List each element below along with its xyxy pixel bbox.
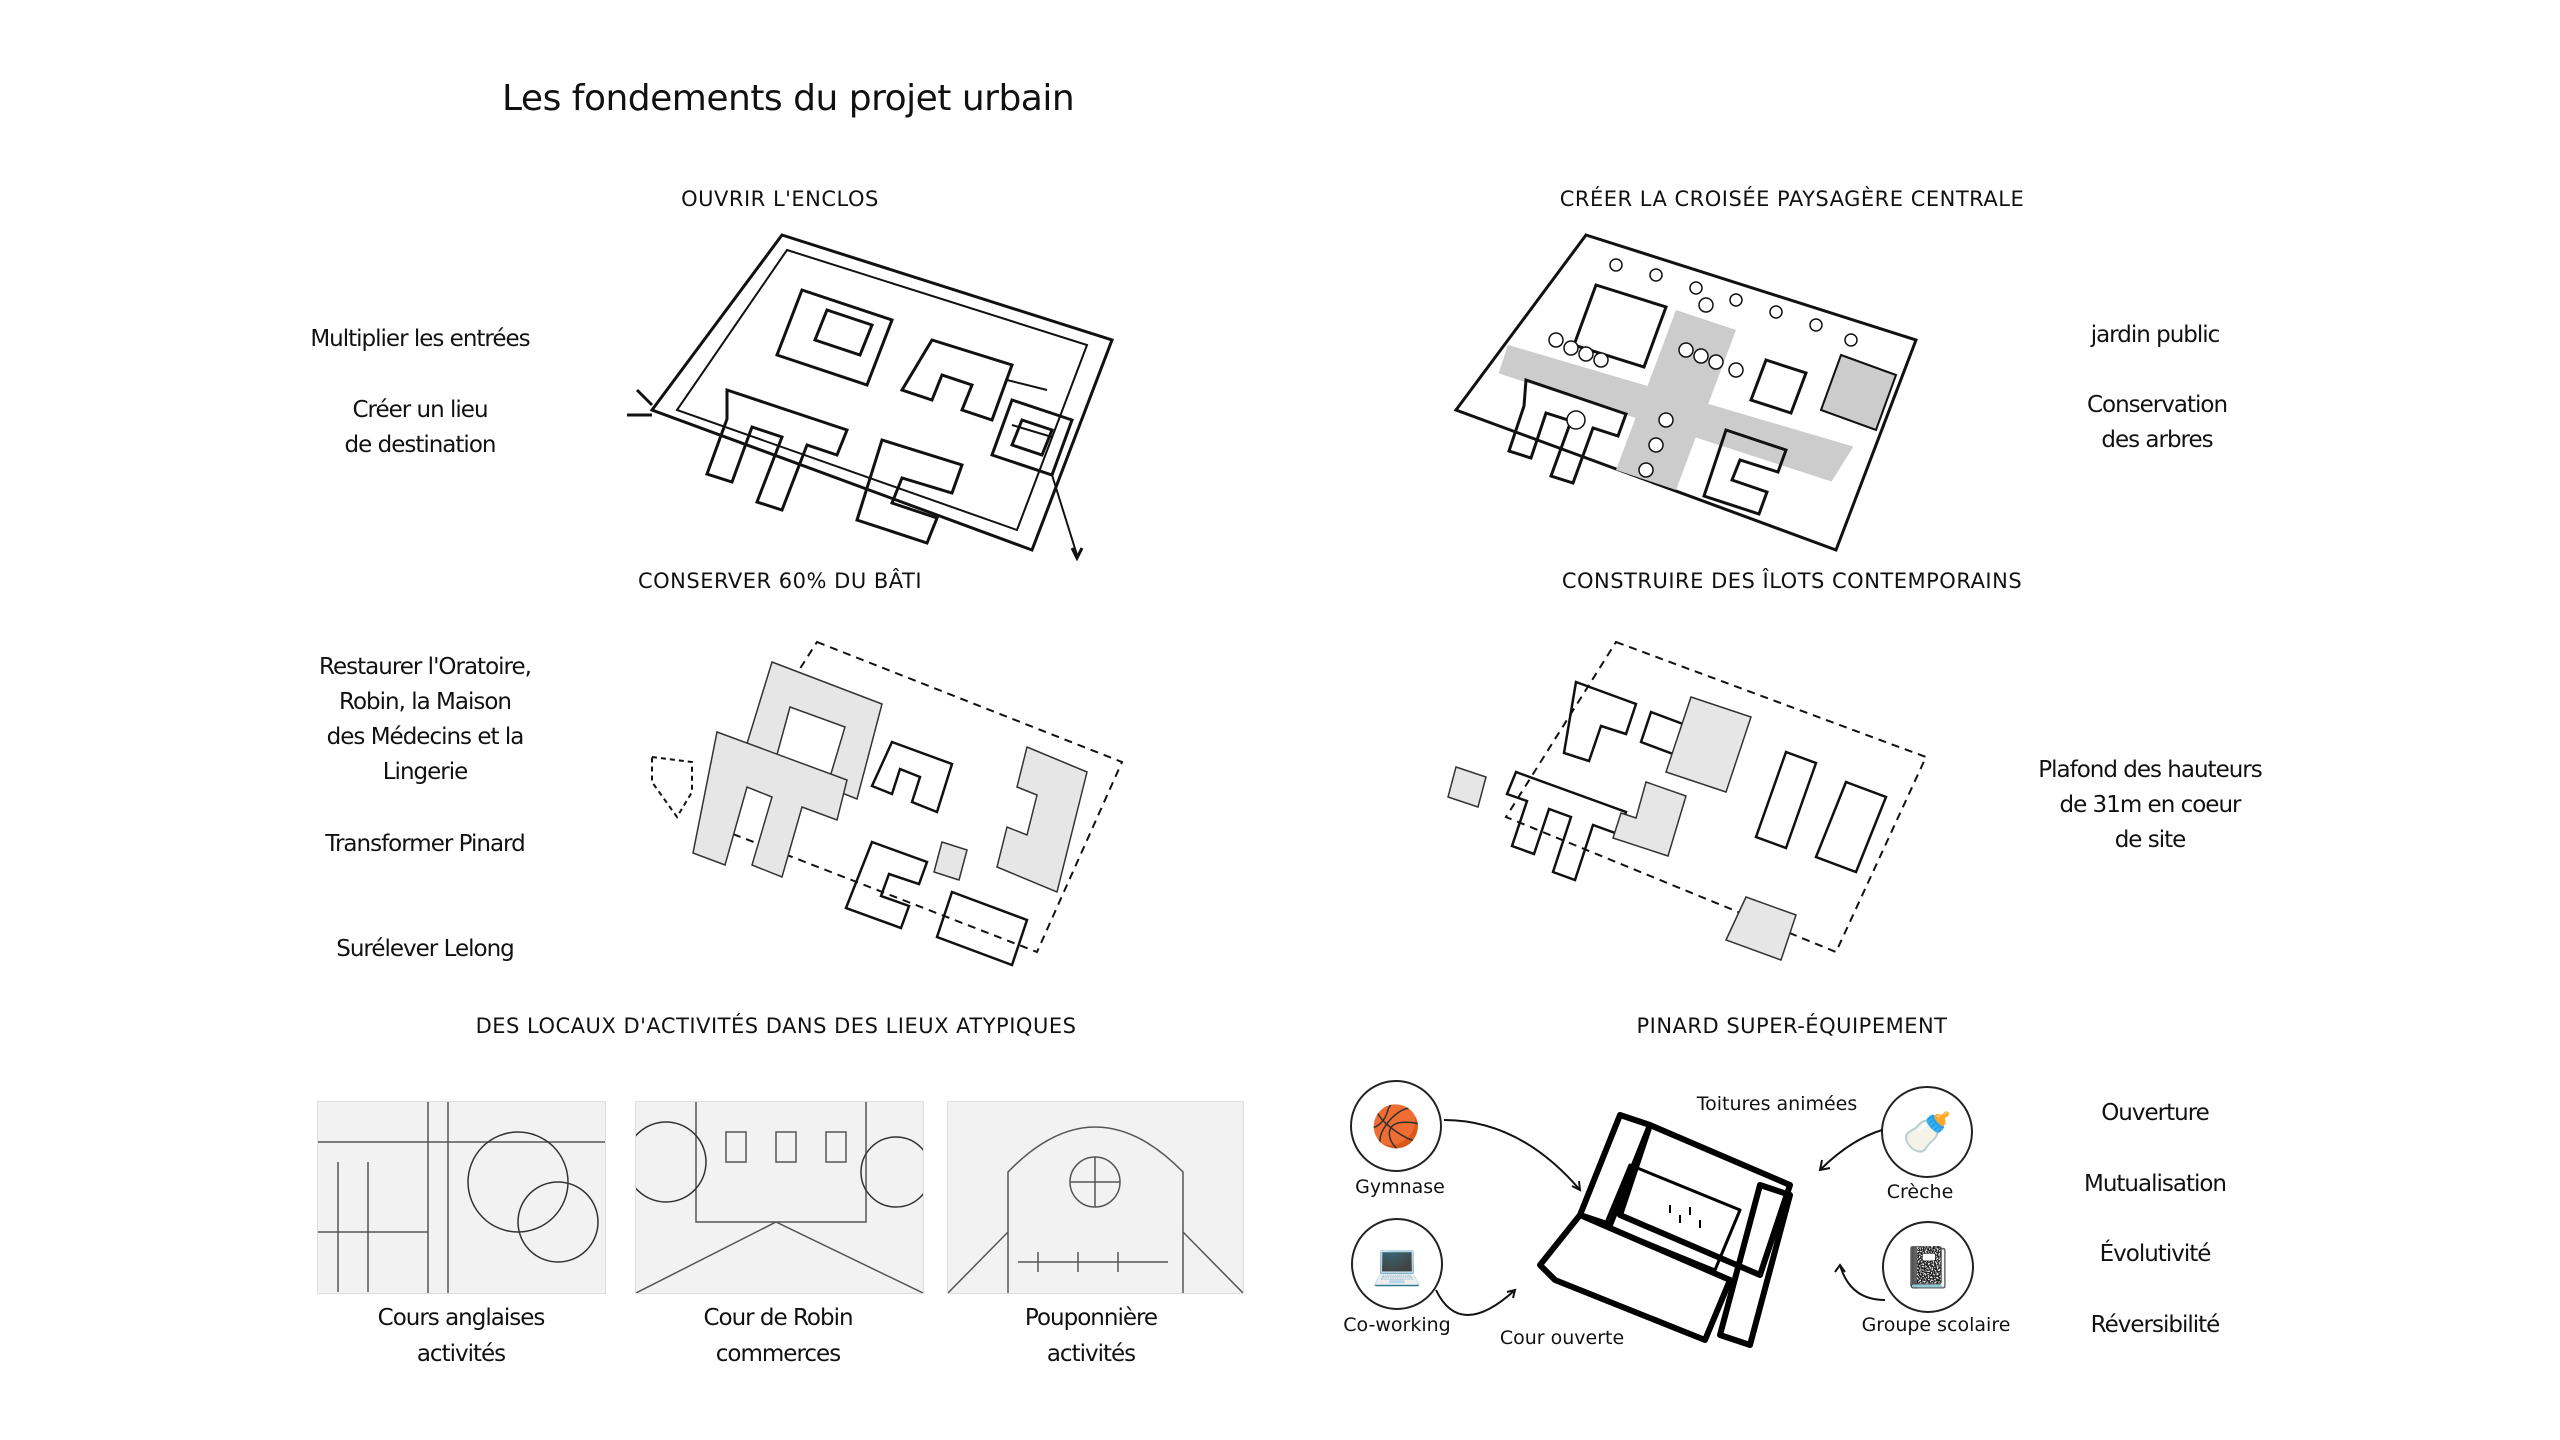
baby-bottle-icon: 🍼: [1881, 1086, 1973, 1178]
caption-line: Cour de Robin: [703, 1305, 853, 1331]
note-line: de destination: [344, 432, 497, 458]
label-gymnase: Gymnase: [1355, 1176, 1445, 1198]
note-line: de 31m en coeur: [2059, 792, 2242, 818]
note-surelever-lelong: Surélever Lelong: [336, 936, 515, 962]
caption-line: commerces: [715, 1341, 841, 1367]
note-line: des arbres: [2101, 427, 2213, 453]
notebook-pencil-icon: 📓: [1882, 1221, 1974, 1313]
note-line: des Médecins et la: [326, 724, 525, 750]
label-toitures-animees: Toitures animées: [1696, 1093, 1858, 1115]
note-line: de site: [2114, 827, 2187, 853]
caption-line: activités: [1046, 1341, 1136, 1367]
photo-cours-anglaises: [317, 1101, 606, 1294]
heading-ilots-contemporains: CONSTRUIRE DES ÎLOTS CONTEMPORAINS: [1561, 569, 2023, 593]
note-line: Plafond des hauteurs: [2038, 757, 2262, 783]
note-multiplier-entrees: Multiplier les entrées: [310, 326, 530, 352]
diagram-conserver-bati: [651, 640, 1124, 967]
diagram-ouvrir-enclos: [627, 233, 1114, 562]
note-conservation-arbres: Conservation des arbres: [2086, 388, 2228, 458]
heading-pinard: PINARD SUPER-ÉQUIPEMENT: [1636, 1014, 1948, 1038]
label-co-working: Co-working: [1343, 1314, 1451, 1336]
photo-cour-de-robin: [635, 1101, 924, 1294]
caption-line: Pouponnière: [1024, 1305, 1158, 1331]
page-title: Les fondements du projet urbain: [502, 78, 1075, 119]
label-cour-ouverte: Cour ouverte: [1499, 1327, 1625, 1349]
photo-pouponniere: [947, 1101, 1244, 1294]
note-plafond-hauteurs: Plafond des hauteurs de 31m en coeur de …: [2038, 753, 2262, 858]
note-creer-lieu: Créer un lieu de destination: [344, 393, 497, 463]
label-groupe-scolaire: Groupe scolaire: [1861, 1314, 2011, 1336]
note-line: Restaurer l'Oratoire,: [319, 654, 532, 680]
note-line: Robin, la Maison: [339, 689, 512, 715]
heading-croisee-paysagere: CRÉER LA CROISÉE PAYSAGÈRE CENTRALE: [1559, 187, 2025, 211]
value-mutualisation: Mutualisation: [2083, 1171, 2227, 1197]
caption-pouponniere: Pouponnière activités: [1024, 1300, 1158, 1372]
note-line: Lingerie: [382, 759, 469, 785]
value-ouverture: Ouverture: [2101, 1100, 2210, 1126]
diagram-pinard-building: [1537, 1112, 1793, 1348]
heading-ouvrir-enclos: OUVRIR L'ENCLOS: [681, 187, 879, 211]
sports-balls-icon: 🏀: [1350, 1080, 1442, 1172]
diagram-ilots-contemporains: [1447, 640, 1928, 961]
value-reversibilite: Réversibilité: [2090, 1312, 2221, 1338]
label-creche: Crèche: [1886, 1181, 1954, 1203]
caption-line: activités: [416, 1341, 506, 1367]
value-evolutivite: Évolutivité: [2099, 1241, 2212, 1267]
heading-conserver-bati: CONSERVER 60% DU BÂTI: [637, 569, 923, 593]
heading-locaux-activites: DES LOCAUX D'ACTIVITÉS DANS DES LIEUX AT…: [475, 1014, 1077, 1038]
caption-cour-de-robin: Cour de Robin commerces: [703, 1300, 853, 1372]
note-transformer-pinard: Transformer Pinard: [325, 831, 525, 857]
caption-cours-anglaises: Cours anglaises activités: [377, 1300, 546, 1372]
desk-lamp-icon: 💻: [1351, 1218, 1443, 1310]
note-line: Créer un lieu: [352, 397, 488, 423]
caption-line: Cours anglaises: [377, 1305, 546, 1331]
diagram-croisee-paysagere: [1453, 233, 1918, 552]
note-restaurer: Restaurer l'Oratoire, Robin, la Maison d…: [319, 650, 532, 790]
note-jardin-public: jardin public: [2090, 322, 2221, 348]
note-line: Conservation: [2086, 392, 2228, 418]
